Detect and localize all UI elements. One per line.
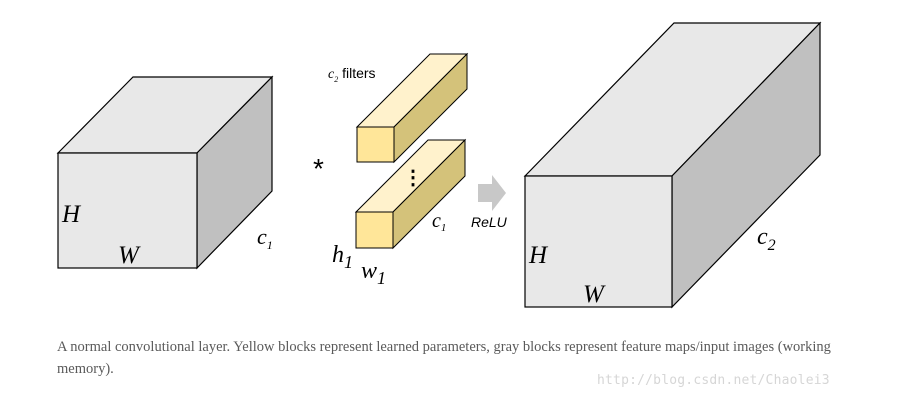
convolution-diagram: H W c1 * c2 filters ⋮ c1 h1 w1 ReLU H W … — [56, 21, 822, 309]
relu-arrow-icon — [478, 175, 506, 211]
watermark-url: http://blog.csdn.net/Chaolei3 — [597, 373, 830, 388]
filters-count-label: c2 filters — [328, 65, 376, 84]
input-width-label: W — [118, 242, 141, 269]
input-channels-label: c1 — [257, 224, 273, 252]
filter-channels-label: c1 — [432, 210, 446, 234]
output-block — [523, 21, 822, 309]
input-block — [56, 75, 274, 270]
output-channels-label: c2 — [757, 224, 776, 254]
filter-height-label: h1 — [332, 242, 353, 272]
filter-block-lower — [354, 138, 467, 250]
filter-width-label: w1 — [361, 258, 386, 288]
convolution-operator: * — [313, 153, 324, 184]
output-width-label: W — [583, 281, 606, 308]
input-block-front-face — [57, 152, 198, 269]
figure-caption: A normal convolutional layer. Yellow blo… — [57, 339, 831, 377]
output-block-front-face — [524, 175, 673, 308]
relu-label: ReLU — [471, 214, 508, 230]
input-height-label: H — [61, 201, 82, 228]
filter-upper-front-face — [356, 126, 395, 163]
filters-ellipsis: ⋮ — [403, 167, 423, 189]
filter-lower-front-face — [355, 211, 394, 249]
output-height-label: H — [528, 242, 549, 269]
filter-block-upper — [355, 52, 469, 164]
